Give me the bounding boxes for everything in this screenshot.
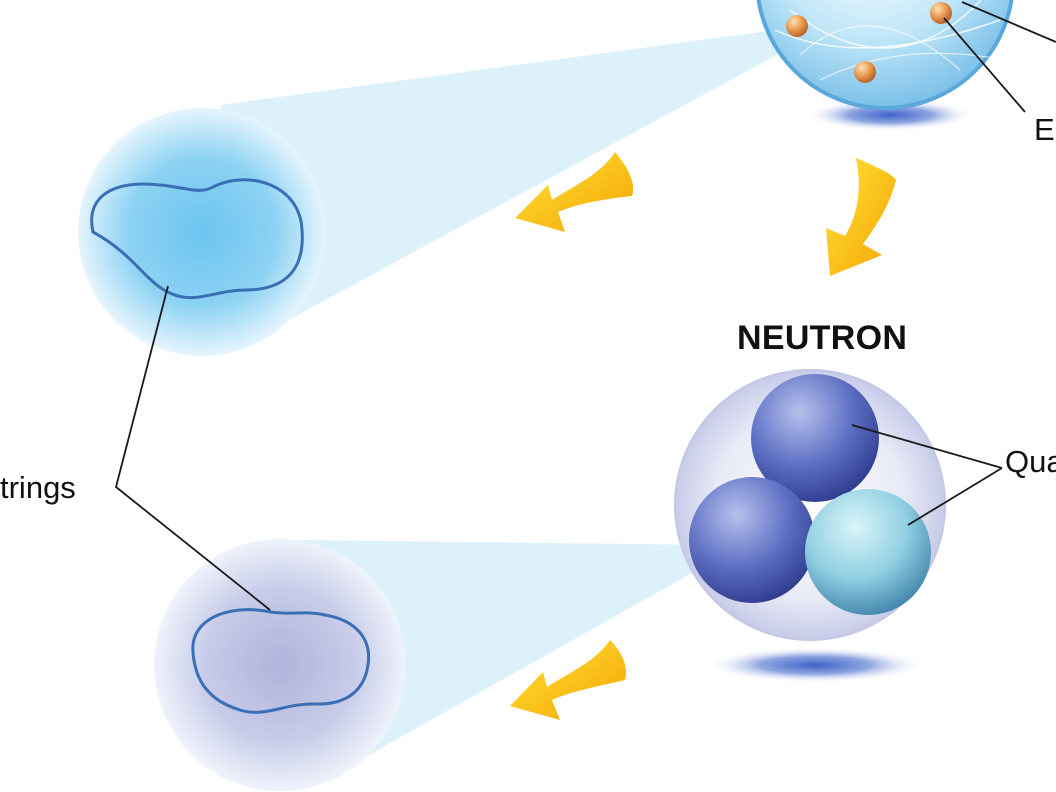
quark-lower-right xyxy=(805,489,931,615)
electron-particle xyxy=(786,15,808,37)
curved-arrow-icon xyxy=(510,640,627,720)
vibrating-string-loop xyxy=(90,178,304,300)
quarks-leader-line xyxy=(907,467,1003,526)
electron-particle xyxy=(854,61,876,83)
string-sphere-upper xyxy=(78,108,326,356)
atom-shadow xyxy=(805,99,975,131)
strings-leader-line xyxy=(114,285,271,611)
quarks-leader-line xyxy=(851,424,1003,469)
quark-lower-left xyxy=(689,477,815,603)
projection-beam-neutron-to-string xyxy=(300,540,720,760)
neutron-title: NEUTRON xyxy=(737,319,908,357)
atom-sphere xyxy=(756,0,1014,110)
vibrating-string-loop xyxy=(191,608,371,714)
curved-arrow-icon xyxy=(515,152,634,232)
curved-arrow-icon xyxy=(826,158,896,276)
quarks-label: Qua xyxy=(1005,444,1056,479)
electron-particle xyxy=(930,2,952,24)
electron-leader-line xyxy=(943,17,1026,113)
string-sphere-lower xyxy=(154,539,406,791)
projection-beam-atom-to-string xyxy=(220,30,795,330)
neutron-shadow xyxy=(705,647,925,683)
electron-label: El xyxy=(1034,112,1056,147)
strings-label: trings xyxy=(0,470,76,505)
electron-leader-line xyxy=(961,1,1056,43)
quark-top xyxy=(751,374,879,502)
